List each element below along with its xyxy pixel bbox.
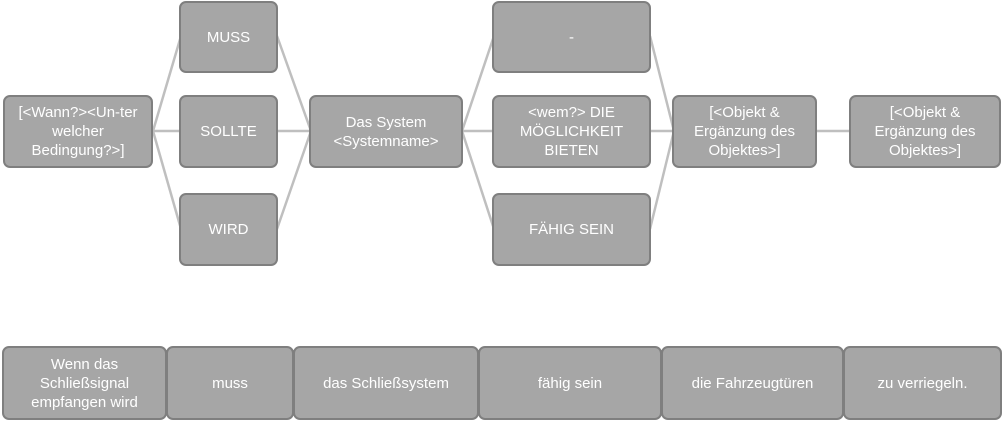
example-system-box: das Schließsystem — [293, 346, 479, 420]
object-text-2: [<Objekt & Ergänzung des Objektes>] — [874, 104, 976, 159]
modal-sollte-text: SOLLTE — [200, 123, 257, 140]
connector-when-muss — [151, 35, 183, 132]
activity-provide-text: <wem?> DIE MÖGLICHKEIT BIETEN — [519, 104, 624, 159]
connector-blank-object — [648, 35, 676, 132]
activity-provide-box: <wem?> DIE MÖGLICHKEIT BIETEN — [492, 95, 651, 168]
example-process-box: zu verriegeln. — [843, 346, 1002, 420]
modal-wird-box: WIRD — [179, 193, 278, 266]
object-text-1: [<Objekt & Ergänzung des Objektes>] — [694, 104, 795, 159]
activity-capable-text: FÄHIG SEIN — [528, 221, 614, 238]
example-modal-box: muss — [166, 346, 294, 420]
example-object-box: die Fahrzeugtüren — [661, 346, 844, 420]
example-object-text: die Fahrzeugtüren — [691, 374, 814, 392]
connector-system-capable — [460, 130, 496, 230]
example-when-text: Wenn das Schließsignal empfangen wird — [31, 355, 138, 411]
connector-when-wird — [151, 130, 183, 230]
modal-muss-text: MUSS — [206, 28, 251, 46]
example-process-text: zu verriegeln. — [877, 374, 968, 392]
when-condition-text: [<Wann?><Un-ter welcher Bedingung?>] — [18, 104, 138, 159]
activity-blank-box: - — [492, 1, 651, 73]
modal-muss-box: MUSS — [179, 1, 278, 73]
connector-capable-object — [648, 130, 676, 230]
connector-wird-system — [275, 130, 313, 230]
example-system-text: das Schließsystem — [323, 374, 449, 392]
connector-muss-system — [275, 35, 313, 132]
example-modal-text: muss — [212, 374, 248, 392]
modal-wird-text: WIRD — [208, 221, 249, 238]
activity-capable-box: FÄHIG SEIN — [492, 193, 651, 266]
activity-blank-text: - — [569, 28, 574, 46]
when-condition-box: [<Wann?><Un-ter welcher Bedingung?>] — [3, 95, 153, 168]
system-text: Das System <Systemname> — [333, 113, 439, 150]
connector-system-blank — [460, 35, 496, 132]
example-when-box: Wenn das Schließsignal empfangen wird — [2, 346, 167, 420]
example-activity-box: fähig sein — [478, 346, 662, 420]
object-box-1: [<Objekt & Ergänzung des Objektes>] — [672, 95, 817, 168]
system-box: Das System <Systemname> — [309, 95, 463, 168]
modal-sollte-box: SOLLTE — [179, 95, 278, 168]
example-activity-text: fähig sein — [537, 374, 603, 392]
object-box-2: [<Objekt & Ergänzung des Objektes>] — [849, 95, 1001, 168]
